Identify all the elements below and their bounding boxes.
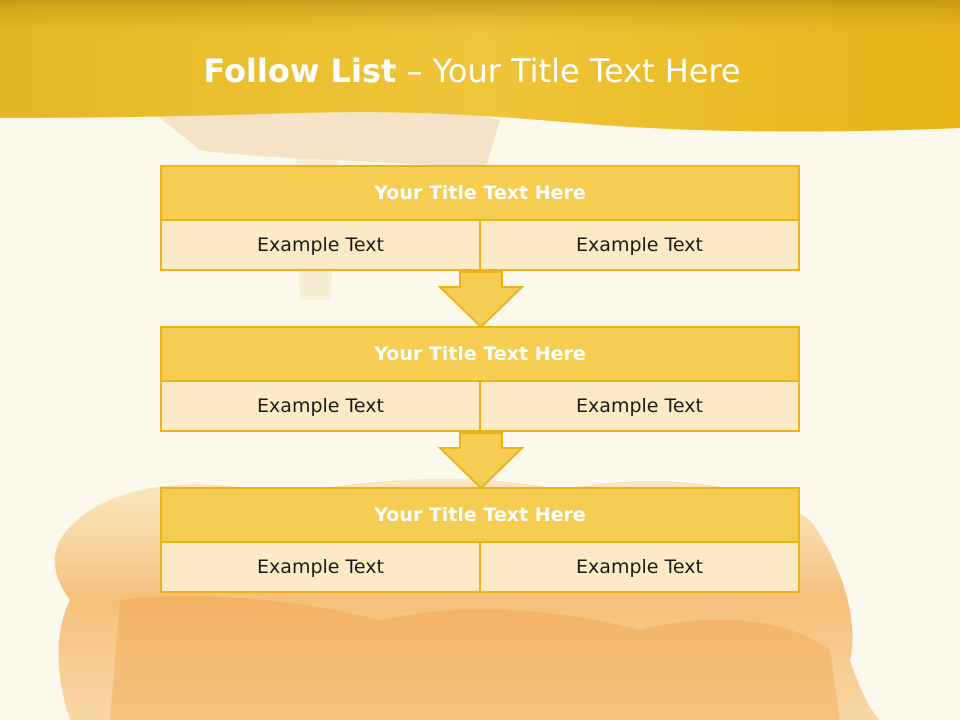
- step-row: Example Text Example Text: [160, 221, 800, 271]
- down-arrow-icon: [438, 271, 524, 329]
- step-cell-left: Example Text: [160, 543, 481, 593]
- step-title: Your Title Text Here: [160, 326, 800, 382]
- step-cell-left: Example Text: [160, 221, 481, 271]
- step-row: Example Text Example Text: [160, 543, 800, 593]
- step-title: Your Title Text Here: [160, 165, 800, 221]
- step-row: Example Text Example Text: [160, 382, 800, 432]
- step-box-3: Your Title Text Here Example Text Exampl…: [160, 487, 800, 593]
- step-cell-right: Example Text: [479, 543, 800, 593]
- step-title: Your Title Text Here: [160, 487, 800, 543]
- slide-title: Follow List – Your Title Text Here: [0, 52, 944, 90]
- step-cell-right: Example Text: [479, 221, 800, 271]
- step-box-1: Your Title Text Here Example Text Exampl…: [160, 165, 800, 271]
- step-cell-left: Example Text: [160, 382, 481, 432]
- step-box-2: Your Title Text Here Example Text Exampl…: [160, 326, 800, 432]
- title-rest: – Your Title Text Here: [396, 52, 741, 90]
- title-bold: Follow List: [203, 52, 397, 90]
- step-cell-right: Example Text: [479, 382, 800, 432]
- down-arrow-icon: [438, 432, 524, 490]
